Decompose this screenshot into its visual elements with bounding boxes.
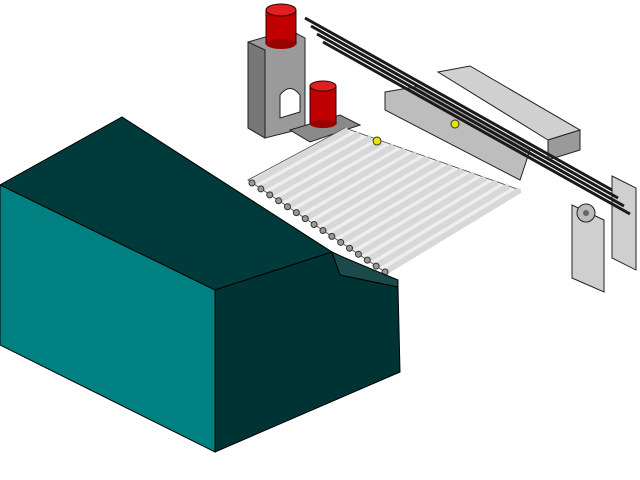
belt — [304, 16, 613, 192]
roller-end — [363, 256, 371, 264]
right-support-plates — [571, 175, 637, 293]
motor-lower — [309, 80, 337, 128]
roller-end — [354, 250, 362, 258]
motor-cap — [265, 3, 297, 17]
roller-end — [292, 209, 300, 217]
roller-end — [301, 215, 309, 223]
roller-end — [372, 262, 380, 270]
roller — [250, 127, 350, 186]
motor-body — [309, 85, 337, 125]
roller — [268, 135, 373, 198]
roller-end — [346, 244, 354, 252]
roller — [339, 167, 465, 245]
sensor-icon — [372, 136, 382, 146]
roller — [383, 187, 522, 275]
housing-notch — [331, 251, 399, 288]
roller-end — [275, 197, 283, 205]
belt — [316, 32, 625, 208]
roller — [374, 183, 511, 269]
roller — [277, 139, 384, 204]
roller-end — [319, 226, 327, 234]
roller-end — [328, 232, 336, 240]
roller — [303, 151, 419, 222]
motor-upper — [265, 3, 297, 49]
roller — [285, 143, 396, 210]
roller-end — [283, 203, 291, 211]
roller — [356, 175, 488, 257]
support-block-side — [247, 41, 266, 139]
upper-frame — [384, 65, 582, 181]
roller-end — [257, 185, 265, 193]
machine-housing — [0, 116, 401, 453]
roller-bed — [247, 127, 522, 276]
roller-end — [337, 238, 345, 246]
motor-flange — [266, 39, 296, 49]
roller-end — [310, 221, 318, 229]
roller — [312, 155, 430, 228]
motor-support — [247, 29, 362, 143]
belt — [322, 40, 631, 216]
pulley-hub — [583, 210, 589, 216]
support-arch — [279, 88, 301, 119]
motor-flange — [310, 120, 336, 128]
sensor-icon — [450, 119, 460, 129]
roller — [294, 147, 407, 216]
roller-end — [248, 179, 256, 187]
roller — [321, 159, 442, 234]
belt-conveyor — [304, 16, 631, 216]
belt — [310, 24, 619, 200]
roller — [259, 131, 361, 192]
support-plate-back — [611, 175, 637, 271]
motor-cap — [309, 80, 337, 92]
roller — [365, 179, 499, 263]
roller-end — [266, 191, 274, 199]
roller — [330, 163, 453, 239]
roller — [347, 171, 476, 251]
